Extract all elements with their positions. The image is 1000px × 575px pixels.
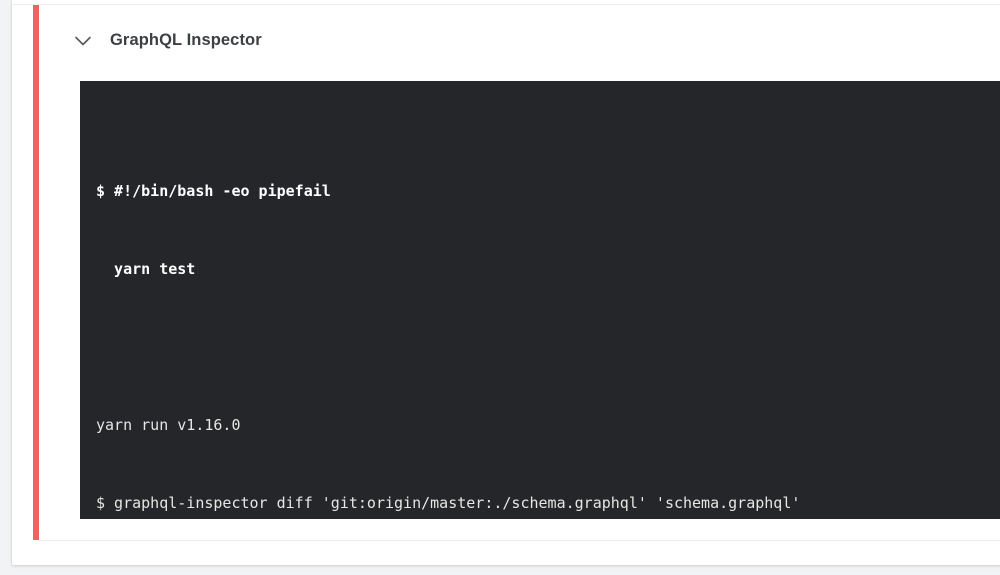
log-line: $ graphql-inspector diff 'git:origin/mas…: [96, 490, 1000, 516]
build-step: GraphQL Inspector $ #!/bin/bash -eo pipe…: [12, 5, 1000, 540]
build-step-card: GraphQL Inspector $ #!/bin/bash -eo pipe…: [12, 0, 1000, 565]
terminal-lines: $ #!/bin/bash -eo pipefail yarn test yar…: [80, 81, 1000, 519]
step-status-bar-failed: [33, 5, 39, 540]
step-body: GraphQL Inspector $ #!/bin/bash -eo pipe…: [39, 5, 1000, 540]
log-line-blank: [96, 334, 1000, 360]
card-top-divider: [12, 4, 1000, 5]
log-line-text: $ graphql-inspector diff 'git:origin/mas…: [96, 494, 801, 512]
terminal-log-output[interactable]: $ #!/bin/bash -eo pipefail yarn test yar…: [80, 81, 1000, 519]
log-line: yarn test: [96, 256, 1000, 282]
step-title: GraphQL Inspector: [110, 31, 262, 49]
step-bottom-divider: [39, 540, 1000, 541]
log-line: yarn run v1.16.0: [96, 412, 1000, 438]
log-line-text: $ #!/bin/bash -eo pipefail: [96, 182, 331, 200]
step-header-toggle[interactable]: GraphQL Inspector: [39, 5, 1000, 73]
log-line-text: yarn run v1.16.0: [96, 416, 241, 434]
log-line: $ #!/bin/bash -eo pipefail: [96, 178, 1000, 204]
chevron-down-icon[interactable]: [70, 28, 96, 54]
log-line-text: yarn test: [96, 260, 196, 278]
